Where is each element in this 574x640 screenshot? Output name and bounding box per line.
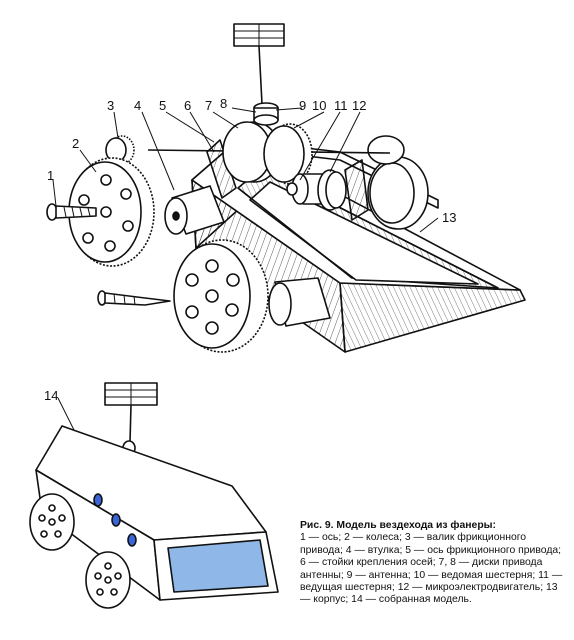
label-11: 11	[334, 98, 348, 113]
loose-screw	[97, 290, 171, 306]
bushing-front	[164, 185, 225, 235]
axle-screw	[46, 203, 97, 221]
label-6: 6	[184, 98, 191, 113]
wheel-rear-left	[173, 239, 269, 353]
antenna	[233, 23, 285, 105]
label-3: 3	[107, 98, 114, 113]
leader-lines	[52, 107, 439, 233]
label-13: 13	[442, 210, 456, 225]
wheel-front-left	[68, 157, 155, 267]
bushing-rear	[268, 277, 331, 327]
label-5: 5	[159, 98, 166, 113]
assembled-model	[29, 382, 279, 609]
label-12: 12	[352, 98, 366, 113]
label-4: 4	[134, 98, 141, 113]
label-8: 8	[220, 96, 227, 111]
label-2: 2	[72, 136, 79, 151]
axle-stand	[206, 139, 369, 221]
micro-motor	[286, 169, 347, 211]
rear-wheel-right	[367, 135, 429, 230]
label-7: 7	[205, 98, 212, 113]
label-9: 9	[299, 98, 306, 113]
label-1: 1	[47, 168, 54, 183]
label-14: 14	[44, 388, 58, 403]
driven-gear	[263, 123, 313, 185]
figure-caption: Рис. 9. Модель вездехода из фанеры: 1 — …	[300, 520, 568, 607]
label-10: 10	[312, 98, 326, 113]
caption-title: Рис. 9. Модель вездехода из фанеры:	[300, 520, 497, 531]
friction-roller	[105, 135, 135, 165]
caption-body: 1 — ось; 2 — колеса; 3 — валик фрикцион­…	[300, 532, 563, 606]
